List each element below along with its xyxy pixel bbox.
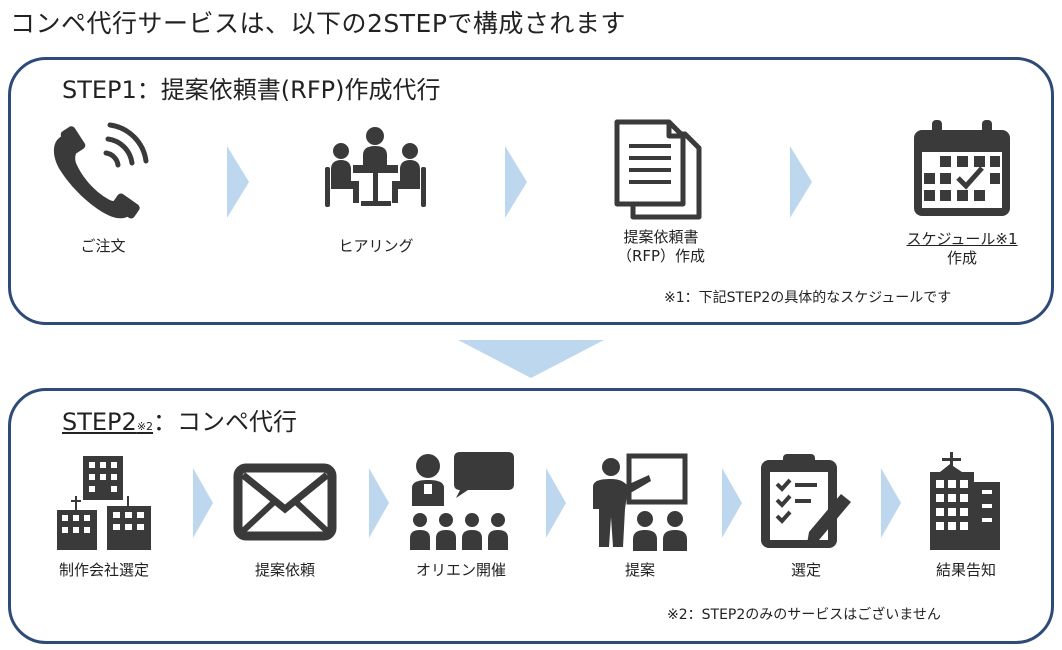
step1-label-rfp-line2: （RFP）作成 bbox=[616, 247, 706, 265]
step1-label-rfp-line1: 提案依頼書 bbox=[623, 228, 699, 246]
chevron-right-icon bbox=[722, 468, 742, 538]
step2-title-rest: ：コンペ代行 bbox=[153, 408, 298, 436]
document-icon bbox=[614, 119, 702, 220]
step2-title-sub: ※2 bbox=[136, 420, 154, 433]
chevron-right-icon bbox=[193, 468, 213, 538]
chevron-right-icon bbox=[505, 146, 527, 218]
step1-title: STEP1：提案依頼書(RFP)作成代行 bbox=[62, 76, 441, 104]
step2-label-announcement: 結果告知 bbox=[935, 561, 996, 579]
chevron-right-icon bbox=[881, 468, 901, 538]
orientation-icon bbox=[410, 452, 514, 550]
office-building-icon bbox=[930, 452, 1000, 550]
presentation-icon bbox=[593, 453, 688, 551]
calendar-icon bbox=[914, 120, 1010, 216]
step1-label-schedule-line1: スケジュール※1 bbox=[906, 230, 1018, 248]
step1-label-order: ご注文 bbox=[80, 237, 126, 255]
step1-label-hearing: ヒアリング bbox=[338, 237, 414, 255]
step1-label-schedule: スケジュール※1 作成 bbox=[893, 230, 1031, 268]
step1-note: ※1：下記STEP2の具体的なスケジュールです bbox=[664, 290, 952, 306]
step1-label-rfp: 提案依頼書 （RFP）作成 bbox=[606, 228, 716, 266]
checklist-icon bbox=[761, 454, 851, 548]
phone-icon bbox=[53, 122, 149, 219]
step2-label-selection: 選定 bbox=[790, 561, 821, 579]
meeting-icon bbox=[325, 127, 426, 207]
step1-panel bbox=[8, 57, 1054, 325]
buildings-icon bbox=[57, 456, 151, 550]
step1-label-schedule-line2: 作成 bbox=[946, 249, 977, 267]
chevron-right-icon bbox=[790, 146, 812, 218]
step2-note: ※2：STEP2のみのサービスはございません bbox=[667, 607, 941, 623]
down-arrow-icon bbox=[458, 340, 604, 378]
step2-title: STEP2※2：コンペ代行 bbox=[62, 402, 297, 437]
step2-panel bbox=[8, 388, 1054, 644]
envelope-icon bbox=[233, 463, 337, 541]
step2-label-orientation: オリエン開催 bbox=[415, 561, 506, 579]
step2-label-request: 提案依頼 bbox=[254, 561, 315, 579]
step2-title-main-text: STEP2 bbox=[62, 408, 137, 436]
step2-label-select-company: 制作会社選定 bbox=[58, 561, 149, 579]
chevron-right-icon bbox=[227, 146, 249, 218]
step2-label-proposal: 提案 bbox=[624, 561, 655, 579]
page-title: コンペ代行サービスは、以下の2STEPで構成されます bbox=[10, 9, 626, 38]
chevron-right-icon bbox=[369, 468, 389, 538]
step2-title-main: STEP2※2 bbox=[62, 408, 153, 436]
chevron-right-icon bbox=[546, 468, 566, 538]
